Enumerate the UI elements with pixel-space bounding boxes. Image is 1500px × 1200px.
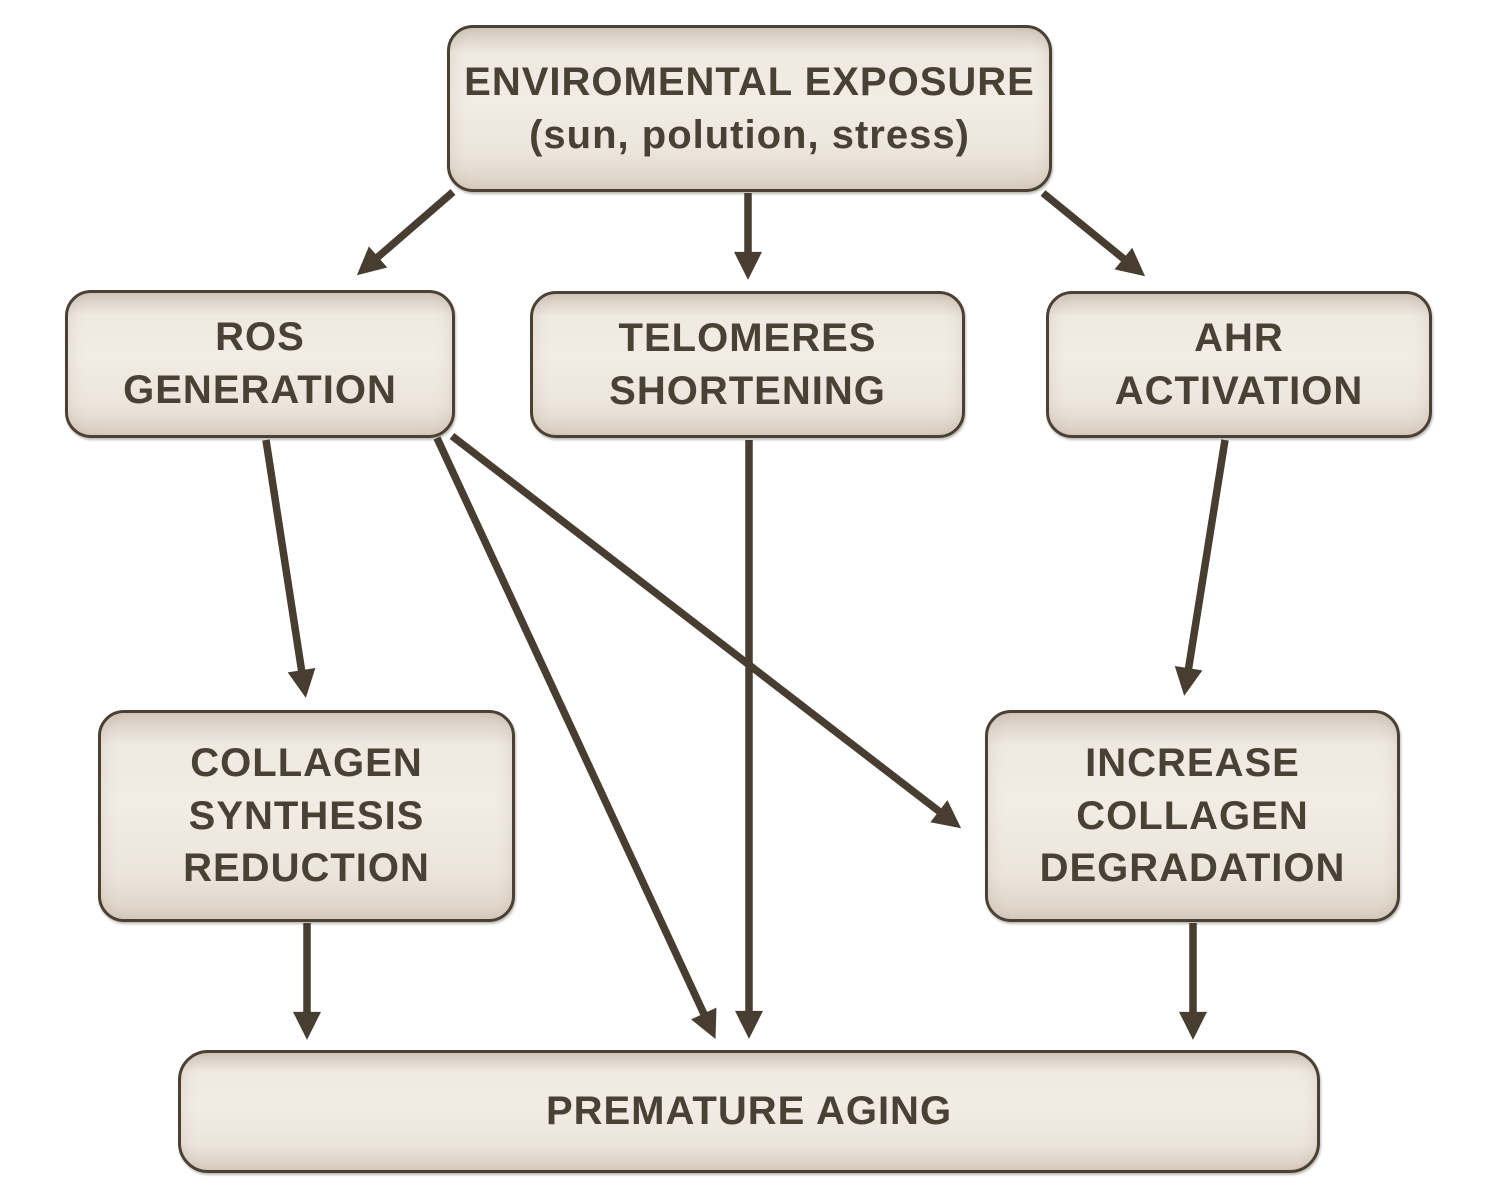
arrow-ros-generation-to-collagen-synthesis-reduction [262,439,316,698]
node-collagen-synthesis-reduction-label-line2: SYNTHESIS [188,793,425,838]
arrow-environmental-exposure-to-ahr-activation [1040,190,1146,277]
node-ahr-activation-label-line2: ACTIVATION [1114,368,1364,413]
node-telomeres-shortening: TELOMERES SHORTENING [530,291,965,438]
node-increase-collagen-degradation-label-line3: DEGRADATION [1039,846,1346,891]
arrow-ros-generation-to-increase-collagen-degradation [449,433,962,829]
node-environmental-exposure-title: ENVIROMENTAL EXPOSURE [464,59,1035,104]
arrow-environmental-exposure-to-ros-generation [356,189,456,276]
node-premature-aging: PREMATURE AGING [178,1050,1320,1173]
node-increase-collagen-degradation: INCREASE COLLAGEN DEGRADATION [985,710,1400,922]
node-telomeres-shortening-label-line1: TELOMERES [618,315,877,360]
node-ros-generation: ROS GENERATION [65,290,455,438]
node-collagen-synthesis-reduction: COLLAGEN SYNTHESIS REDUCTION [98,710,515,922]
node-collagen-synthesis-reduction-label-line1: COLLAGEN [190,740,423,785]
node-increase-collagen-degradation-label-line1: INCREASE [1085,740,1300,785]
node-premature-aging-label: PREMATURE AGING [545,1089,953,1134]
node-ros-generation-label-line1: ROS [215,315,305,360]
arrow-ahr-activation-to-increase-collagen-degradation [1174,439,1229,696]
node-collagen-synthesis-reduction-label-line3: REDUCTION [183,846,430,891]
node-environmental-exposure: ENVIROMENTAL EXPOSURE (sun, polution, st… [447,25,1052,192]
node-ahr-activation-label-line1: AHR [1194,315,1284,360]
node-increase-collagen-degradation-label-line2: COLLAGEN [1076,793,1309,838]
node-environmental-exposure-subtitle: (sun, polution, stress) [529,112,970,157]
node-telomeres-shortening-label-line2: SHORTENING [609,368,886,413]
arrow-ros-generation-to-premature-aging [433,436,717,1039]
node-ros-generation-label-line2: GENERATION [123,368,397,412]
node-ahr-activation: AHR ACTIVATION [1046,291,1432,438]
